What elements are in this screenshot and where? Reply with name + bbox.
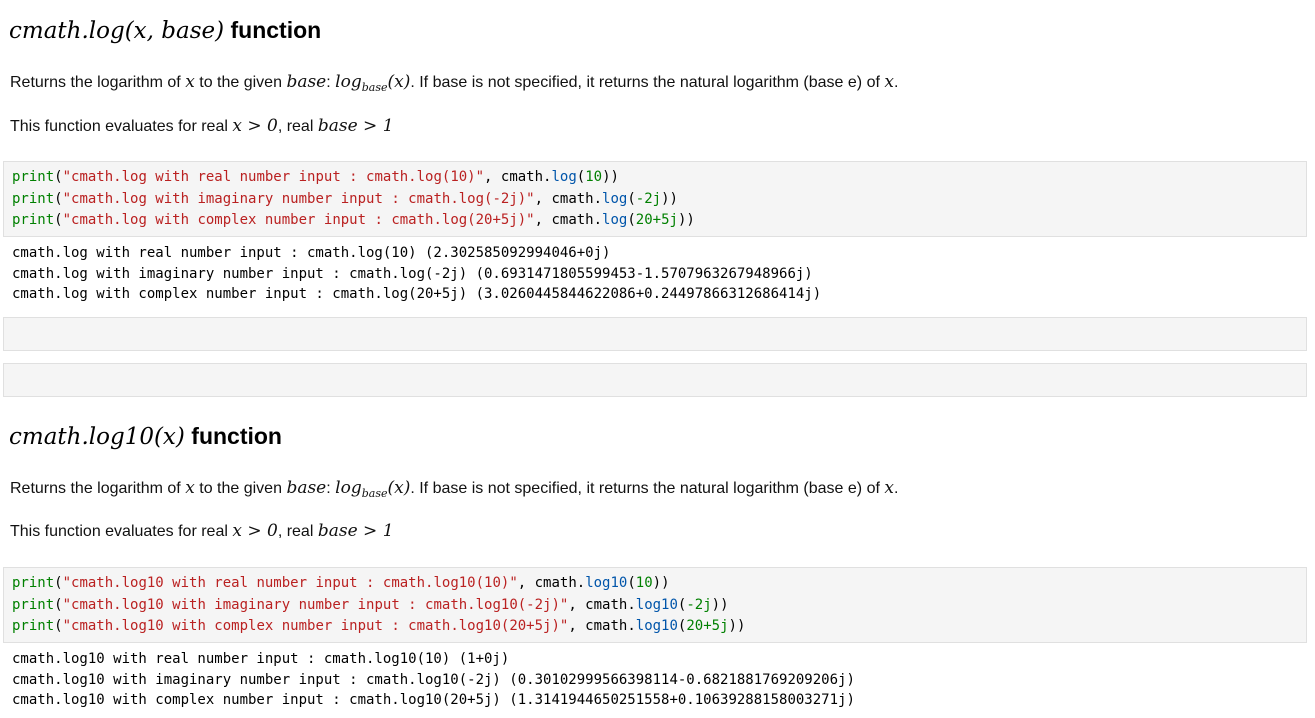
output-line: cmath.log with complex number input : cm… — [12, 286, 822, 302]
heading-text: function — [230, 17, 322, 43]
desc-math-sub: base — [361, 487, 388, 500]
output-line: cmath.log with imaginary number input : … — [12, 265, 813, 282]
desc-text: . — [893, 480, 899, 497]
code-line: print("cmath.log10 with complex number i… — [12, 618, 746, 634]
code-cell-2[interactable]: print("cmath.log10 with real number inpu… — [3, 567, 1307, 643]
heading-math: cmath.log(x, base) — [9, 18, 225, 44]
desc-text: Returns the logarithm of — [10, 74, 181, 91]
output-line: cmath.log10 with complex number input : … — [12, 692, 855, 708]
section-1-heading: cmath.log(x, base) function — [9, 17, 321, 44]
section-2-description: Returns the logarithm of x to the given … — [10, 478, 898, 500]
desc-text: . If base is not specified, it returns t… — [410, 74, 880, 91]
desc-math-x: x — [185, 478, 195, 498]
desc-text: Returns the logarithm of — [10, 480, 181, 497]
cond-math: x > 0 — [232, 116, 278, 136]
desc-text: : — [326, 74, 331, 91]
desc-math-base: base — [286, 72, 327, 92]
output-line: cmath.log with real number input : cmath… — [12, 245, 611, 261]
desc-text: to the given — [199, 74, 282, 91]
desc-math-arg: (x) — [387, 72, 411, 92]
cond-math: base > 1 — [317, 521, 394, 541]
section-2-heading: cmath.log10(x) function — [9, 423, 282, 450]
desc-text: . — [893, 74, 899, 91]
section-1-description: Returns the logarithm of x to the given … — [10, 72, 898, 94]
desc-math-arg: (x) — [387, 478, 411, 498]
cond-text: , real — [277, 118, 314, 135]
desc-math-x: x — [185, 72, 195, 92]
desc-text: . If base is not specified, it returns t… — [410, 480, 880, 497]
heading-math: cmath.log10(x) — [9, 424, 185, 450]
heading-text: function — [191, 423, 282, 449]
code-cell-1[interactable]: print("cmath.log with real number input … — [3, 161, 1307, 237]
desc-math-log: log — [335, 72, 362, 92]
output-cell-1: cmath.log with real number input : cmath… — [12, 243, 821, 305]
code-line: print("cmath.log with imaginary number i… — [12, 190, 678, 207]
desc-text: to the given — [199, 480, 282, 497]
empty-code-cell[interactable] — [3, 363, 1307, 397]
desc-math-x: x — [884, 72, 894, 92]
output-line: cmath.log10 with real number input : cma… — [12, 651, 510, 667]
section-1-condition: This function evaluates for real x > 0, … — [10, 116, 394, 136]
output-line: cmath.log10 with imaginary number input … — [12, 671, 855, 688]
desc-math-x: x — [884, 478, 894, 498]
desc-text: : — [326, 480, 331, 497]
empty-code-cell[interactable] — [3, 317, 1307, 351]
cond-text: This function evaluates for real — [10, 523, 228, 540]
cond-math: x > 0 — [232, 521, 278, 541]
cond-math: base > 1 — [317, 116, 394, 136]
desc-math-base: base — [286, 478, 327, 498]
cond-text: , real — [277, 523, 314, 540]
section-2-condition: This function evaluates for real x > 0, … — [10, 521, 394, 541]
code-line: print("cmath.log10 with imaginary number… — [12, 596, 729, 613]
code-line: print("cmath.log10 with real number inpu… — [12, 575, 670, 591]
desc-math-log: log — [335, 478, 362, 498]
code-line: print("cmath.log with complex number inp… — [12, 212, 695, 228]
output-cell-2: cmath.log10 with real number input : cma… — [12, 649, 855, 711]
desc-math-sub: base — [361, 81, 388, 94]
cond-text: This function evaluates for real — [10, 118, 228, 135]
code-line: print("cmath.log with real number input … — [12, 169, 619, 185]
